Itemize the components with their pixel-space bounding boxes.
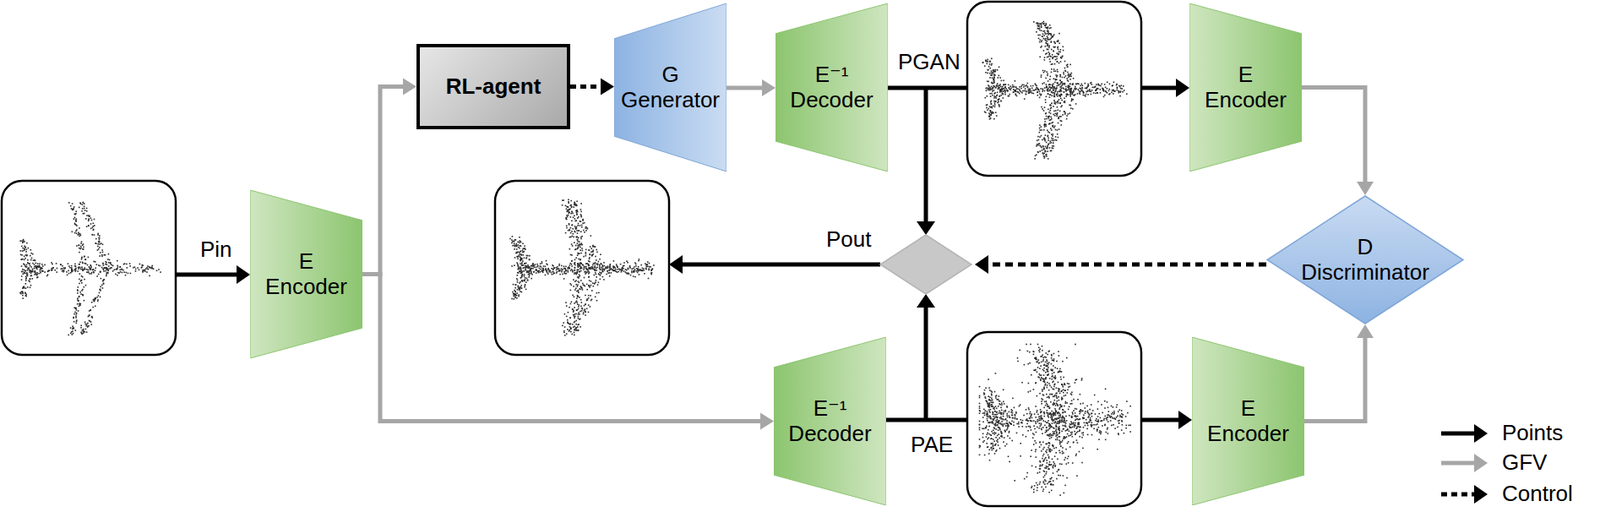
legend-text: GFV: [1502, 450, 1547, 476]
gfv-arrow: [726, 79, 776, 97]
legend-samples: [1441, 424, 1488, 504]
control-arrow: [570, 78, 615, 96]
signal-name: Pin: [200, 237, 233, 263]
input-cloud-frame: [1, 180, 176, 355]
gan-cloud-frame: [967, 1, 1142, 176]
gfv-arrow: [1301, 87, 1374, 196]
signal-name: PGAN: [897, 49, 961, 76]
agent-box: RL-agent: [416, 43, 571, 130]
legend-text: Control: [1502, 481, 1573, 507]
merge-diamond: [880, 234, 972, 294]
block-name: Encoder: [265, 274, 348, 300]
symbol-label: G: [661, 62, 679, 88]
legend-text: Points: [1502, 420, 1563, 447]
symbol-label: E: [1238, 62, 1253, 88]
signal-name: PAE: [910, 432, 953, 458]
symbol-label: E: [1240, 396, 1256, 422]
signal-name: Pout: [826, 227, 872, 253]
block-name: Encoder: [1204, 87, 1287, 114]
block-name: RL-agent: [446, 74, 542, 100]
decoder-node: E⁻¹Decoder: [773, 337, 887, 506]
encoder-node: EEncoder: [1189, 3, 1302, 172]
ae-cloud-frame: [967, 331, 1142, 507]
decoder-node: E⁻¹Decoder: [775, 3, 888, 172]
discriminator-node: DDiscriminator: [1266, 195, 1464, 325]
decoder-node: GGenerator: [614, 3, 727, 172]
point-clouds: [19, 21, 1132, 496]
output-cloud-frame: [495, 180, 670, 355]
block-name: Discriminator: [1300, 260, 1430, 286]
symbol-label: E⁻¹: [815, 62, 849, 88]
gfv-arrow: [362, 78, 417, 275]
block-name: Decoder: [789, 87, 873, 114]
block-name: Generator: [620, 87, 720, 114]
block-name: Decoder: [788, 421, 871, 447]
gfv-arrow: [1304, 324, 1374, 422]
gfv-arrow: [362, 274, 774, 430]
symbol-label: E: [299, 249, 314, 275]
encoder-node: EEncoder: [250, 190, 363, 359]
encoder-node: EEncoder: [1191, 337, 1305, 506]
block-name: Encoder: [1207, 421, 1290, 447]
symbol-label: E⁻¹: [813, 396, 848, 422]
symbol-label: D: [1357, 234, 1374, 261]
